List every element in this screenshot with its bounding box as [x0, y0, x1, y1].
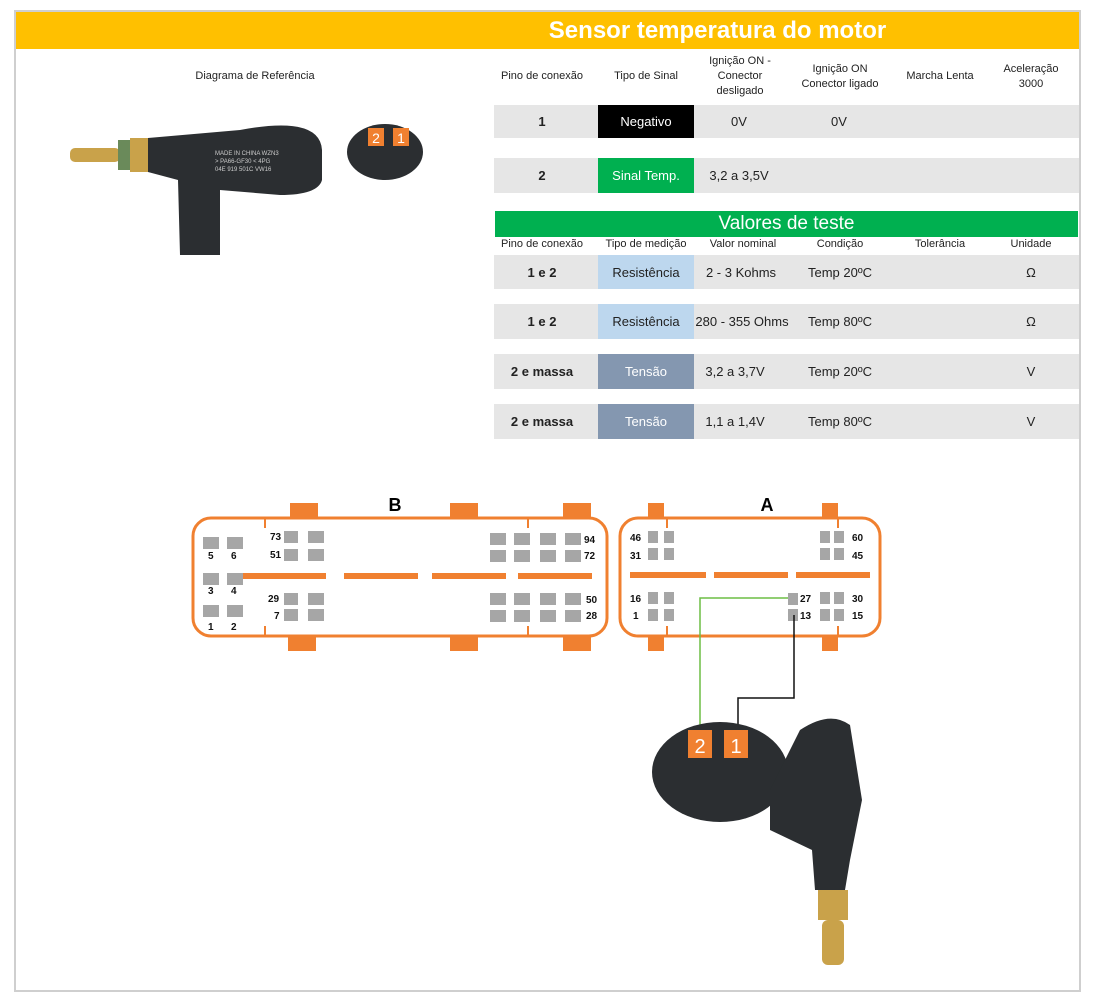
test-header-nominal: Valor nominal	[709, 238, 777, 250]
pin-label: 50	[586, 595, 598, 606]
test-header-tolerance: Tolerância	[914, 238, 966, 250]
measure-type-badge: Tensão	[598, 404, 694, 439]
test-header-pin: Pino de conexão	[501, 238, 583, 250]
ign-off-value: 0V	[731, 114, 747, 129]
condition: Temp 80ºC	[808, 314, 872, 329]
unit: Ω	[1026, 314, 1036, 329]
pin: 1 e 2	[527, 264, 557, 280]
pin-label: 1	[208, 622, 214, 633]
header-ign-off: Ignição ON - Conector desligado	[709, 55, 771, 97]
nominal-value: 1,1 a 1,4V	[705, 414, 765, 429]
pin-label: 4	[231, 586, 237, 597]
sensor-label-1: MADE IN CHINA WZN3	[215, 151, 279, 157]
pin-label: 46	[630, 533, 642, 544]
sensor-pin-2: 2	[694, 736, 705, 758]
pin-label: 28	[586, 611, 598, 622]
pin-label: 73	[270, 532, 282, 543]
header-ign-on: Ignição ON Conector ligado	[801, 62, 879, 90]
pin-label: 5	[208, 551, 214, 562]
test-header-type: Tipo de medição	[605, 238, 687, 250]
sheet-frame	[14, 10, 1081, 992]
pin: 2 e massa	[510, 364, 574, 379]
test-row: 1 e 2 Resistência 280 - 355 Ohms Temp 80…	[494, 304, 1079, 339]
pin-label: 31	[630, 551, 642, 562]
test-row: 2 e massa Tensão 1,1 a 1,4V Temp 80ºC V	[494, 404, 1079, 439]
sensor-label-3: 04E 919 501C VW16	[215, 167, 272, 173]
pin-label: 94	[584, 535, 596, 546]
connector-a-label: A	[761, 495, 774, 515]
signal-row: 1 Negativo 0V 0V	[494, 105, 1079, 138]
pin-label: 30	[852, 594, 864, 605]
condition: Temp 20ºC	[808, 264, 872, 280]
test-header-unit: Unidade	[1010, 238, 1052, 250]
signal-type-badge: Negativo	[598, 105, 694, 138]
condition: Temp 20ºC	[808, 364, 872, 379]
sensor-label-2: > PA66-GF30 < 4PG	[215, 159, 271, 165]
pin-label: 2	[231, 622, 237, 633]
unit: V	[1026, 364, 1036, 379]
condition: Temp 80ºC	[808, 414, 872, 429]
header-pin: Pino de conexão	[501, 70, 583, 82]
sensor-photo: MADE IN CHINA WZN3 > PA66-GF30 < 4PG 04E…	[70, 124, 423, 255]
pin-label: 13	[800, 611, 812, 622]
sensor-pin-1: 1	[730, 736, 741, 758]
header-diagram: Diagrama de Referência	[195, 70, 315, 82]
pin: 2	[538, 168, 546, 183]
connector-b-label: B	[389, 495, 402, 515]
pin-label: 51	[270, 550, 282, 561]
pin-label: 3	[208, 586, 214, 597]
pin-label: 16	[630, 594, 642, 605]
ground-wire	[737, 615, 795, 728]
pin-label: 45	[852, 551, 864, 562]
signal-type-badge: Sinal Temp.	[598, 158, 694, 193]
signal-row: 2 Sinal Temp. 3,2 a 3,5V	[494, 158, 1079, 193]
sensor-photo-large: 2 1	[652, 718, 862, 965]
ign-on-value: 0V	[831, 114, 847, 129]
pin: 1	[538, 114, 546, 129]
page-title: Sensor temperatura do motor	[16, 12, 1079, 49]
header-accel: Aceleração 3000	[1003, 62, 1059, 90]
pin-label: 27	[800, 594, 812, 605]
test-row: 1 e 2 Resistência 2 - 3 Kohms Temp 20ºC …	[494, 255, 1079, 289]
unit: Ω	[1026, 264, 1036, 280]
pin-label: 72	[584, 551, 596, 562]
ref-pin-2: 2	[372, 130, 380, 146]
ign-off-value: 3,2 a 3,5V	[709, 168, 769, 183]
pin-label: 6	[231, 551, 237, 562]
signal-wire	[699, 597, 788, 728]
nominal-value: 2 - 3 Kohms	[705, 264, 777, 280]
header-signal-type: Tipo de Sinal	[614, 70, 678, 82]
ref-pin-1: 1	[397, 130, 405, 146]
pin-label: 7	[274, 611, 280, 622]
nominal-value: 280 - 355 Ohms	[695, 314, 789, 329]
measure-type-badge: Tensão	[598, 354, 694, 389]
test-row: 2 e massa Tensão 3,2 a 3,7V Temp 20ºC V	[494, 354, 1079, 389]
header-idle: Marcha Lenta	[906, 70, 974, 82]
pin-label: 60	[852, 533, 864, 544]
pin: 1 e 2	[527, 314, 557, 329]
pin: 2 e massa	[510, 414, 574, 429]
pin-label: 29	[268, 594, 280, 605]
pin-label: 15	[852, 611, 864, 622]
test-values-title: Valores de teste	[495, 211, 1078, 237]
pin-label: 1	[633, 611, 639, 622]
measure-type-badge: Resistência	[598, 255, 694, 289]
unit: V	[1026, 414, 1036, 429]
measure-type-badge: Resistência	[598, 304, 694, 339]
nominal-value: 3,2 a 3,7V	[705, 364, 765, 379]
test-header-condition: Condição	[816, 238, 864, 250]
